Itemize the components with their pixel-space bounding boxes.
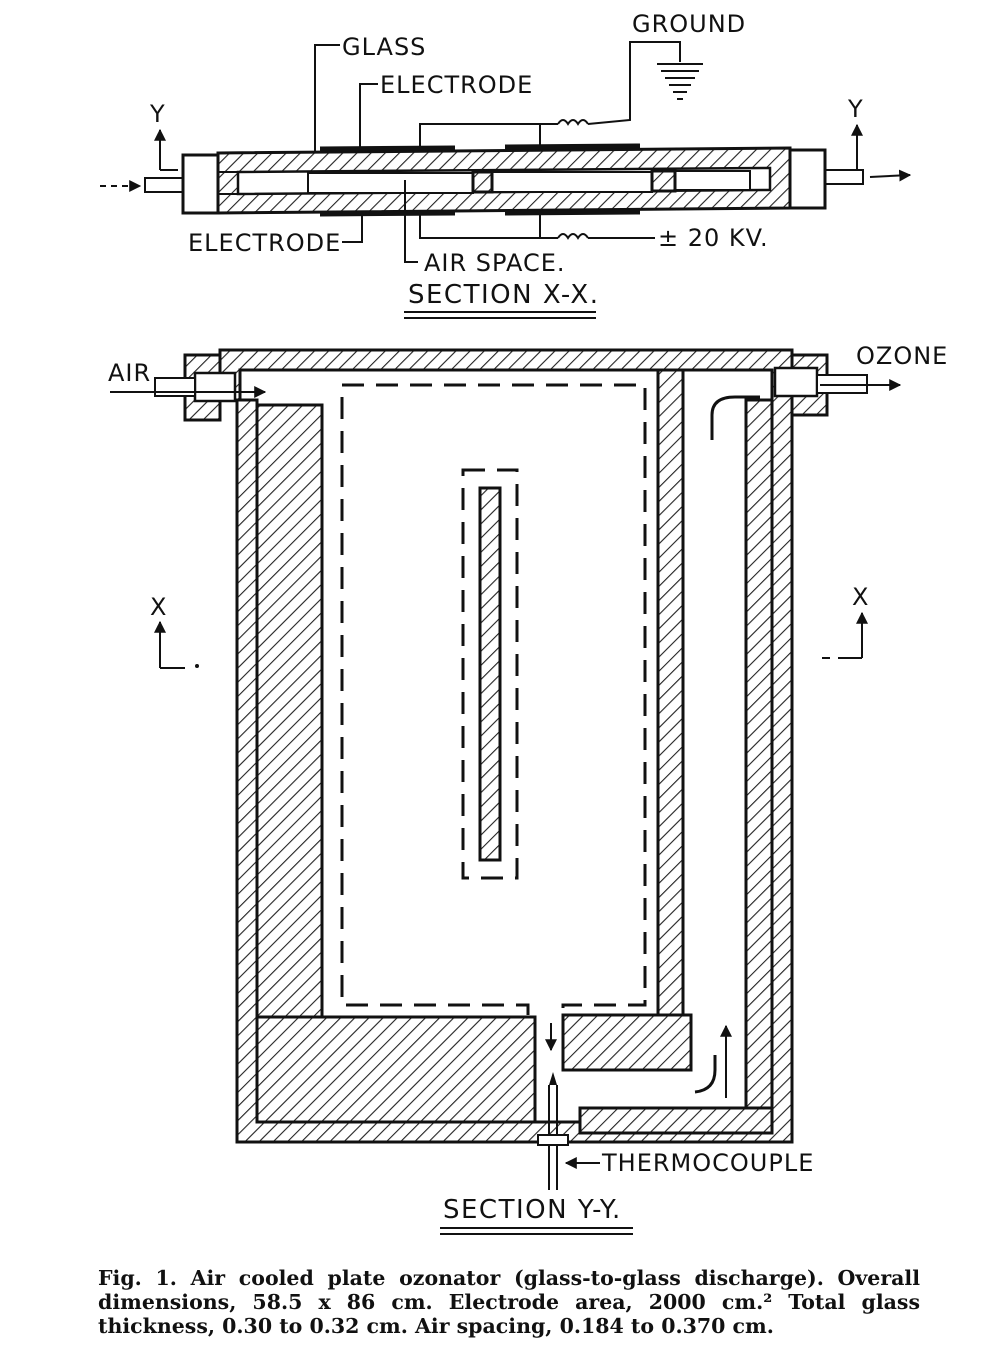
ground-symbol xyxy=(657,63,703,100)
left-end-cap xyxy=(181,153,220,215)
label-air-space: AIR SPACE. xyxy=(424,249,566,277)
label-air: AIR xyxy=(108,359,151,387)
label-glass: GLASS xyxy=(342,33,426,61)
label-x-left: X xyxy=(150,593,167,621)
label-ground: GROUND xyxy=(632,10,746,38)
right-inner-wall xyxy=(656,368,685,1072)
base-block xyxy=(255,1015,537,1124)
glass-plates xyxy=(216,146,792,215)
lower-right-block xyxy=(561,1013,693,1072)
label-y-left: Y xyxy=(149,100,166,128)
bottom-electrode-right xyxy=(504,209,641,216)
left-inner-wall xyxy=(255,403,324,1019)
title-section-xx: SECTION X-X. xyxy=(408,280,600,310)
top-electrode-right xyxy=(504,143,641,150)
right-channel-wall xyxy=(744,398,774,1114)
section-yy-drawing: AIR OZONE X X THERMOCOUPLE SECTION Y-Y. xyxy=(108,342,948,1235)
label-ozone: OZONE xyxy=(856,342,948,370)
title-section-yy: SECTION Y-Y. xyxy=(443,1195,622,1225)
right-end-cap xyxy=(788,148,827,210)
top-electrode-left xyxy=(319,145,456,152)
center-electrode-dashed xyxy=(461,468,519,880)
section-xx-drawing: GLASS ELECTRODE GROUND Y Y ELECTRODE ± 2… xyxy=(100,10,912,319)
center-glass-strip xyxy=(478,486,502,862)
label-thermocouple: THERMOCOUPLE xyxy=(601,1149,814,1177)
bottom-electrode-left xyxy=(319,210,456,217)
label-voltage: ± 20 KV. xyxy=(658,224,769,252)
label-electrode-bottom: ELECTRODE xyxy=(188,229,341,257)
label-electrode-top: ELECTRODE xyxy=(380,71,533,99)
figure-caption: Fig. 1. Air cooled plate ozonator (glass… xyxy=(98,1266,920,1338)
bottom-channel-wall xyxy=(578,1106,774,1135)
label-y-right: Y xyxy=(847,95,864,123)
electrode-outline-dashed xyxy=(340,383,647,1015)
label-x-right: X xyxy=(852,583,869,611)
ozonator-diagram: GLASS ELECTRODE GROUND Y Y ELECTRODE ± 2… xyxy=(100,10,948,1235)
